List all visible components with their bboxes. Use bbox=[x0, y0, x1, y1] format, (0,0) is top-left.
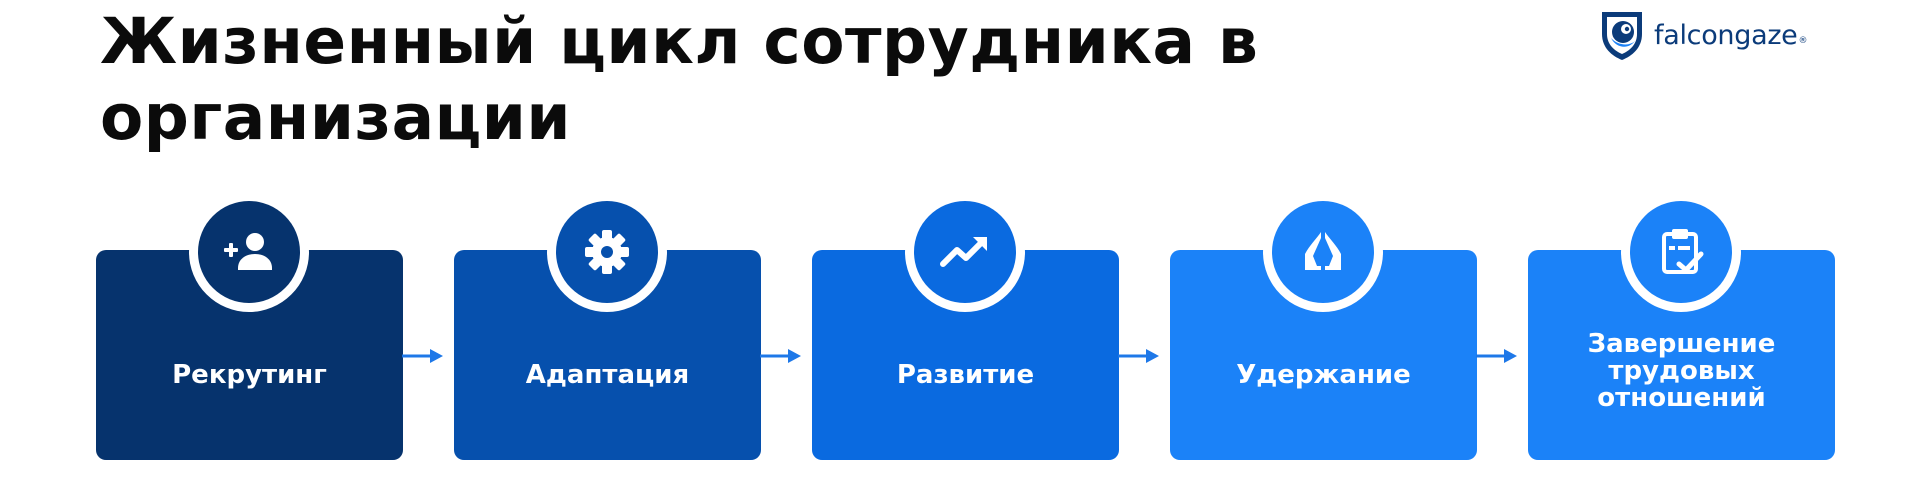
step-label: Рекрутинг bbox=[172, 359, 327, 390]
badge-circle bbox=[198, 201, 300, 303]
step-badge bbox=[905, 192, 1025, 312]
gear-icon bbox=[585, 230, 629, 274]
falcongaze-logo: falcongaze ® bbox=[1598, 8, 1808, 62]
step-label: Завершение трудовых отношений bbox=[1587, 328, 1776, 413]
step-card-development: Развитие bbox=[812, 250, 1119, 460]
badge-circle bbox=[914, 201, 1016, 303]
logo-wordmark: falcongaze bbox=[1654, 19, 1798, 51]
step-badge bbox=[189, 192, 309, 312]
trending-up-icon bbox=[940, 237, 987, 267]
hands-icon bbox=[1305, 232, 1341, 270]
step-badge bbox=[1621, 192, 1741, 312]
registered-mark: ® bbox=[1798, 36, 1808, 46]
arrow-right-icon bbox=[1476, 349, 1517, 363]
add-user-icon bbox=[224, 233, 272, 270]
step-label: Адаптация bbox=[525, 359, 690, 390]
clipboard-check-icon bbox=[1662, 229, 1704, 274]
arrow-right-icon bbox=[1118, 349, 1159, 363]
falcon-shield-icon bbox=[1602, 12, 1642, 60]
step-badge bbox=[547, 192, 667, 312]
arrow-right-icon bbox=[760, 349, 801, 363]
arrow-right-icon bbox=[402, 349, 443, 363]
badge-circle bbox=[1630, 201, 1732, 303]
badge-circle bbox=[556, 201, 658, 303]
badge-circle bbox=[1272, 201, 1374, 303]
page-title: Жизненный цикл сотрудника в организации bbox=[100, 5, 1259, 154]
step-label: Удержание bbox=[1236, 359, 1411, 390]
step-badge bbox=[1263, 192, 1383, 312]
step-label: Развитие bbox=[896, 359, 1035, 390]
